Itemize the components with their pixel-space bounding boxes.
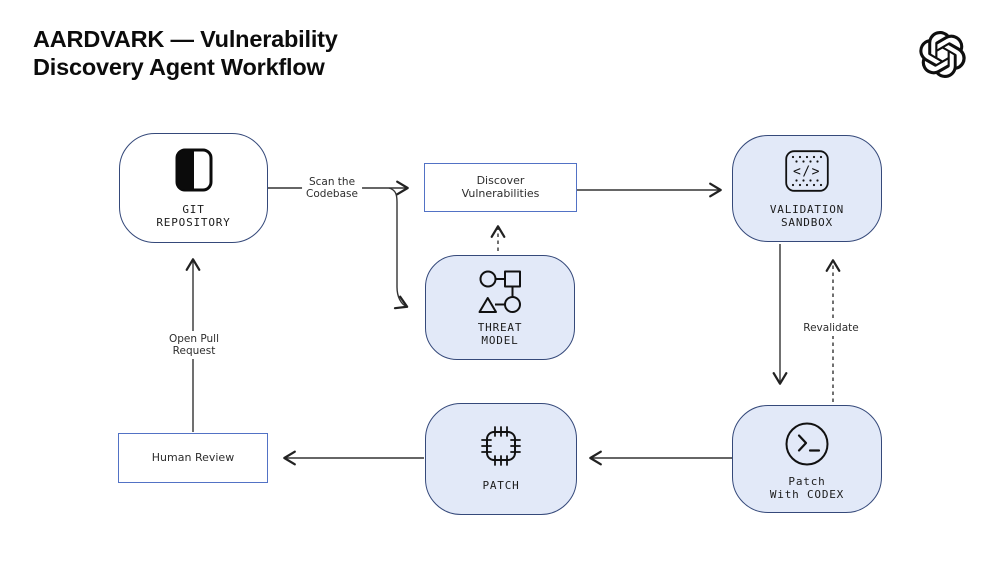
sandbox-code-icon: </> [785, 150, 829, 192]
openai-logo-icon [919, 31, 966, 78]
code-glyph: </> [793, 165, 821, 180]
node-patch: PATCH [425, 403, 577, 515]
codex-terminal-icon [785, 422, 829, 466]
title-line-2: Discovery Agent Workflow [33, 54, 325, 80]
node-human-review: Human Review [118, 433, 268, 483]
patch-label: PATCH [482, 479, 520, 492]
title-line-1: AARDVARK — Vulnerability [33, 26, 338, 52]
patch-chip-icon [481, 426, 521, 466]
threat-model-icon [478, 270, 521, 313]
git-repo-icon [175, 148, 212, 192]
edge-label-revalidate: Revalidate [799, 320, 863, 336]
edge-git-to-threat-branch [388, 187, 409, 310]
human-review-label: Human Review [151, 450, 235, 464]
